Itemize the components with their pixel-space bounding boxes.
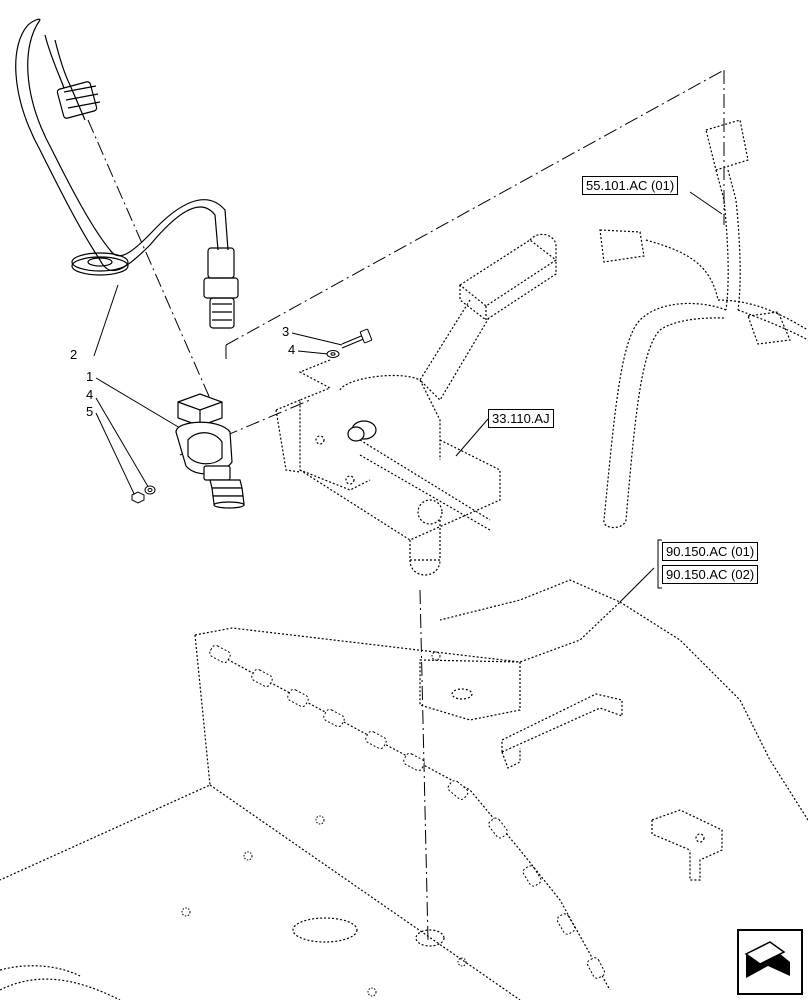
label-bracket bbox=[657, 539, 662, 589]
leaders-1-4-5 bbox=[95, 332, 343, 499]
callout-1: 1 bbox=[86, 369, 94, 384]
leader-pedal bbox=[455, 418, 489, 457]
wiring-harness bbox=[15, 18, 239, 329]
washer-nut bbox=[131, 485, 156, 504]
cab-harness bbox=[599, 119, 808, 529]
ref-pedal[interactable]: 33.110.AJ bbox=[488, 409, 554, 428]
view-direction-arrow-icon bbox=[737, 929, 803, 995]
callout-4-left: 4 bbox=[86, 387, 94, 402]
pedal-assembly bbox=[275, 233, 558, 576]
leader-harness bbox=[689, 191, 723, 215]
cab-floor bbox=[0, 579, 808, 1001]
floor-seal bbox=[209, 644, 606, 979]
leader-2 bbox=[93, 284, 119, 357]
pedal-pin bbox=[347, 420, 377, 442]
leader-floor bbox=[619, 567, 655, 603]
callout-2: 2 bbox=[70, 347, 78, 362]
ref-harness[interactable]: 55.101.AC (01) bbox=[582, 176, 679, 195]
callout-4-right: 4 bbox=[288, 342, 296, 357]
pedal-sensor bbox=[175, 393, 245, 509]
ref-cab-floor-1[interactable]: 90.150.AC (01) bbox=[662, 542, 759, 561]
ref-cab-floor-2[interactable]: 90.150.AC (02) bbox=[662, 565, 759, 584]
floor-fasteners bbox=[181, 651, 467, 997]
callout-5: 5 bbox=[86, 404, 94, 419]
bolt-washer bbox=[326, 328, 373, 358]
alignment-lines bbox=[87, 69, 725, 941]
callout-3: 3 bbox=[282, 324, 290, 339]
